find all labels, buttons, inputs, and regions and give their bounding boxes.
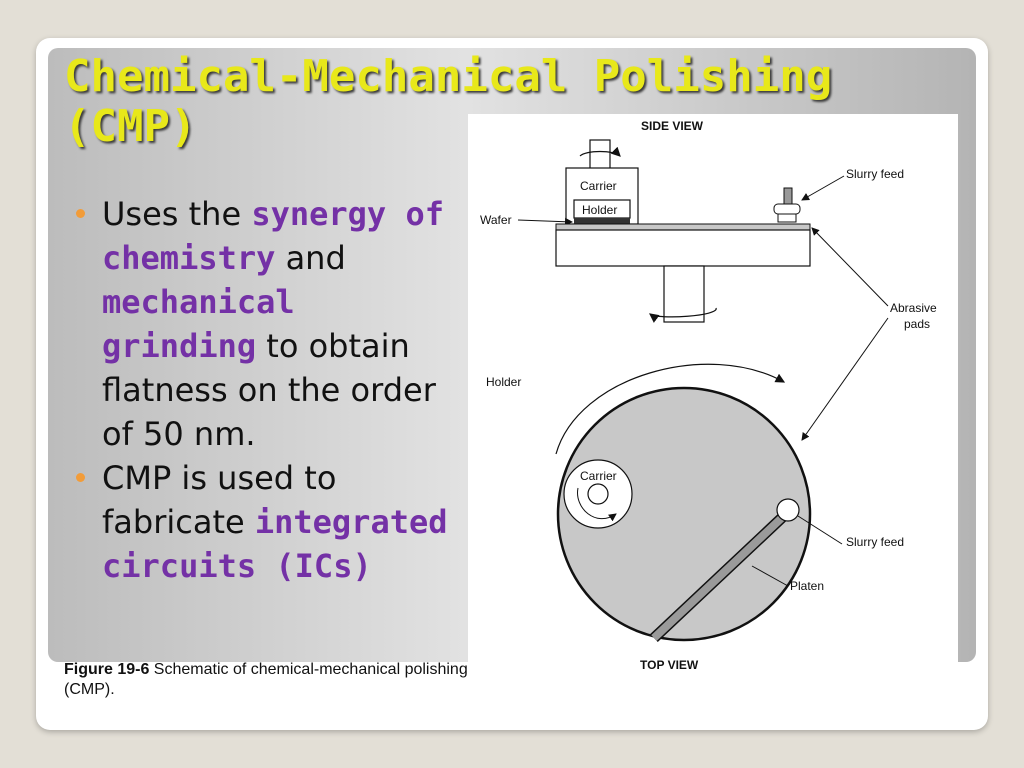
bullet-1-text-a: Uses the: [102, 195, 252, 233]
abrasive-pad-side: [555, 223, 811, 231]
bullet-dot-icon: [76, 209, 85, 218]
top-view-label: TOP VIEW: [640, 658, 699, 672]
title-line-2: (CMP): [64, 101, 197, 152]
abrasive-pointer-bottom: [801, 317, 889, 441]
slurry-feed-top-label: Slurry feed: [846, 167, 904, 181]
carrier-shaft: [589, 139, 611, 171]
carrier-bottom-label: Carrier: [580, 469, 617, 483]
slurry-cap-top: [773, 203, 801, 215]
carrier-top-label: Carrier: [580, 179, 617, 193]
side-view-label: SIDE VIEW: [641, 119, 704, 133]
slurry-outlet: [776, 498, 800, 522]
carrier-rotation-arrow-icon: [579, 146, 621, 157]
bullet-2-text-a: CMP is used to fabricate: [102, 459, 337, 541]
platen-disc: [556, 386, 812, 642]
carrier-center: [587, 483, 609, 505]
abrasive-pointer-top: [811, 227, 889, 307]
slide-title: Chemical-Mechanical Polishing (CMP): [64, 52, 832, 152]
slurry-feed-top-pointer: [801, 175, 845, 201]
wafer-label: Wafer: [480, 213, 512, 227]
slurry-base-top: [777, 213, 797, 223]
abrasive-pads-label-1: Abrasive: [890, 301, 937, 315]
bullet-2-highlight-a: integrated circuits (ICs): [102, 503, 448, 585]
slurry-feed-bottom-label: Slurry feed: [846, 535, 904, 549]
platen-rotation-arrow-icon: [649, 307, 717, 323]
abrasive-pads-label-2: pads: [904, 317, 930, 331]
platen-side: [555, 229, 811, 267]
bullet-1-highlight-a: synergy of chemistry: [102, 195, 444, 277]
cmp-schematic-figure: SIDE VIEW Carrier Holder Wafer Slurry fe…: [468, 114, 958, 684]
slurry-feed-bottom-pointer: [797, 515, 843, 545]
holder-box-label: Holder: [582, 203, 617, 217]
platen-shaft: [663, 265, 705, 323]
platen-rotation-top-icon: [555, 363, 786, 455]
slurry-arm: [651, 509, 791, 641]
holder-left-label: Holder: [486, 375, 521, 389]
bullet-list: Uses the synergy of chemistry and mechan…: [72, 192, 464, 588]
cmp-schematic-svg: SIDE VIEW Carrier Holder Wafer Slurry fe…: [480, 119, 937, 672]
carrier-rotation-top-icon: [577, 487, 617, 522]
bullet-1-text-c: to obtain flatness on the order of 50 nm…: [102, 327, 436, 453]
bullet-1-text-b: and: [275, 239, 346, 277]
bullet-dot-icon: [76, 473, 85, 482]
caption-label: Figure 19-6: [64, 661, 150, 678]
caption-text: Schematic of chemical-mechanical polishi…: [64, 661, 468, 698]
platen-label: Platen: [790, 579, 824, 593]
bullet-item-1: Uses the synergy of chemistry and mechan…: [72, 192, 464, 456]
figure-caption: Figure 19-6 Schematic of chemical-mechan…: [64, 660, 494, 700]
title-line-1: Chemical-Mechanical Polishing: [64, 51, 833, 102]
platen-pointer: [751, 565, 789, 587]
slurry-nozzle-top: [783, 187, 793, 207]
bullet-item-2: CMP is used to fabricate integrated circ…: [72, 456, 464, 588]
bullet-1-highlight-b: mechanical grinding: [102, 283, 295, 365]
wafer-layer: [574, 218, 630, 224]
wafer-pointer: [517, 217, 573, 226]
